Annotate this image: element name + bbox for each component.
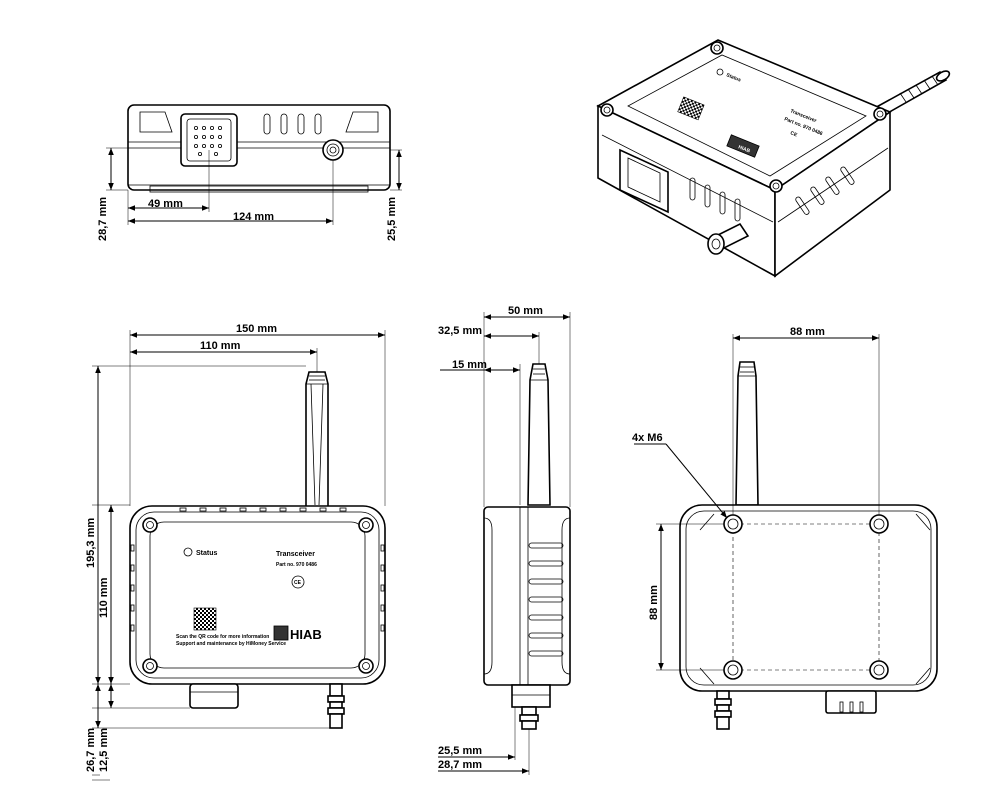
dim-150mm: 150 mm [236,323,277,335]
bottom-view: 4x M6 88 mm 88 mm [632,326,938,730]
qr-caption-line2: Support and maintenance by HiMoney Servi… [176,641,286,647]
ce-text: CE [294,580,302,586]
iso-qr-code-icon [677,96,705,121]
iso-vents-left [689,177,741,222]
dim-4x-m6: 4x M6 [632,432,663,444]
top-rim-notches [130,507,385,632]
antenna-port-front [322,139,344,161]
antenna-side [527,363,551,506]
hole-pattern [732,523,880,671]
dim-195-3mm: 195,3 mm [85,518,97,568]
dim-32-5mm: 32,5 mm [438,325,482,337]
part-number-text: Part no. 970 0486 [276,562,317,568]
dim-28-7mm-front: 28,7 mm [97,197,109,241]
iso-ce-text: CE [789,130,798,138]
iso-vents-right [795,166,855,215]
dim-25-5mm-front: 25,5 mm [386,197,398,241]
ce-mark-icon [291,575,305,589]
side-view: 50 mm 32,5 mm 15 mm 25,5 mm 28,7 mm [438,305,571,775]
connector-top [189,683,239,709]
dim-26-7mm: 26,7 mm [85,728,97,772]
status-led-icon [183,547,193,557]
dim-124mm: 124 mm [233,211,274,223]
dim-50mm: 50 mm [508,305,543,317]
dim-25-5mm-side: 25,5 mm [438,745,482,757]
iso-hiab-logo-icon [726,134,760,158]
front-view: 49 mm 124 mm 28,7 mm 25,5 mm [97,104,402,241]
transceiver-title: Transceiver [276,551,315,558]
hiab-logo-icon [273,625,289,641]
dim-88mm-horizontal: 88 mm [790,326,825,338]
dim-88mm-vertical: 88 mm [648,585,660,620]
side-fins [528,542,564,657]
dim-12-5mm: 12,5 mm [98,728,110,772]
front-vents [263,113,322,135]
qr-caption-line1: Scan the QR code for more information [176,634,269,640]
isometric-view: Status Transceiver Part no. 970 0486 CE … [596,39,951,278]
antenna-bottom [735,361,759,506]
dim-110mm-vertical: 110 mm [98,577,110,618]
connector-pins [193,126,222,156]
mounting-holes [723,514,889,680]
antenna-top [305,371,329,511]
dim-110mm-top: 110 mm [200,340,241,352]
iso-hiab-text: HIAB [737,144,751,154]
top-view: Status Transceiver Part no. 970 0486 CE … [85,323,386,781]
iso-status-text: Status [725,72,742,83]
connector-iso [619,148,669,214]
hiab-brand-text: HIAB [290,627,322,642]
status-text: Status [196,550,218,557]
qr-code-icon [193,607,217,631]
dim-49mm: 49 mm [148,198,183,210]
dim-15mm: 15 mm [452,359,487,371]
dim-28-7mm-side: 28,7 mm [438,759,482,771]
